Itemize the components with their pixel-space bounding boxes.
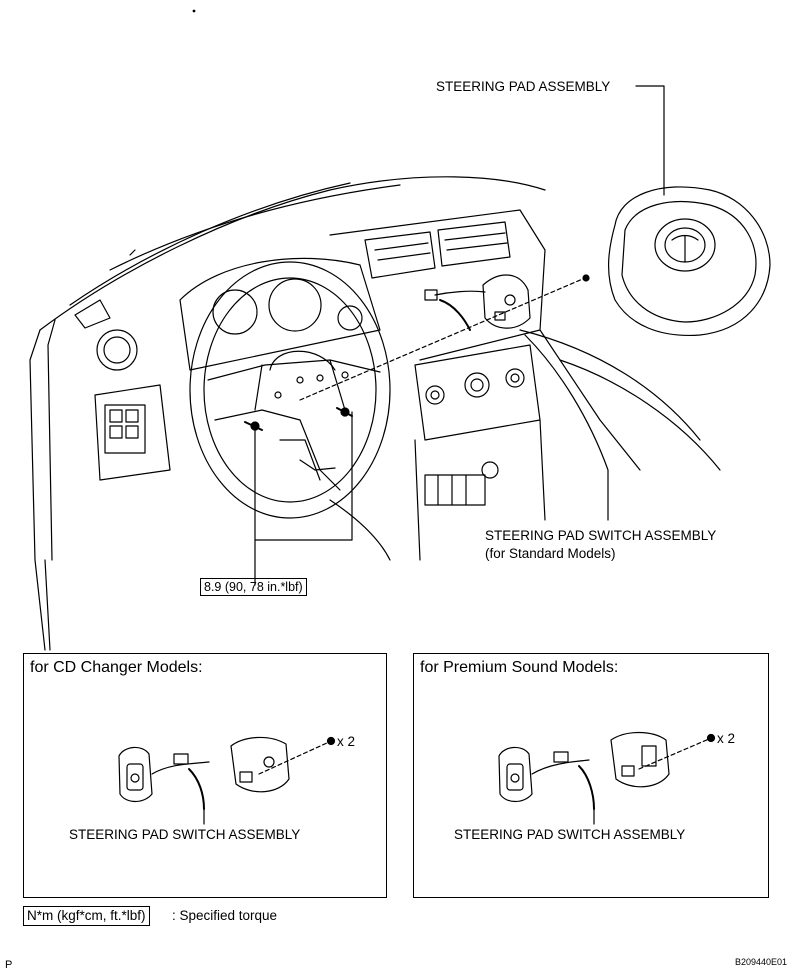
standard-models-label: (for Standard Models) xyxy=(485,546,616,561)
cd-changer-panel: for CD Changer Models: x 2 STEERING PAD … xyxy=(23,653,387,898)
cd-changer-title: for CD Changer Models: xyxy=(30,659,203,676)
cd-changer-switch-drawing xyxy=(118,736,336,825)
torque-unit-legend-box: N*m (kgf*cm, ft.*lbf) xyxy=(23,906,150,926)
figure-code: B209440E01 xyxy=(735,957,788,967)
torque-value-box: 8.9 (90, 78 in.*lbf) xyxy=(200,578,307,596)
premium-sound-qty: x 2 xyxy=(717,731,736,746)
steering-pad-switch-assembly-label: STEERING PAD SWITCH ASSEMBLY xyxy=(485,528,717,543)
premium-sound-switch-drawing xyxy=(498,731,716,825)
torque-legend-description: : Specified torque xyxy=(172,908,278,923)
cd-changer-part-label: STEERING PAD SWITCH ASSEMBLY xyxy=(69,827,301,842)
footer-left-letter: P xyxy=(5,959,13,971)
premium-sound-panel: for Premium Sound Models: x 2 STEERING P… xyxy=(413,653,769,898)
cd-changer-qty: x 2 xyxy=(337,734,356,749)
steering-pad-assembly-label: STEERING PAD ASSEMBLY xyxy=(436,79,611,94)
premium-sound-title: for Premium Sound Models: xyxy=(420,659,619,676)
premium-sound-part-label: STEERING PAD SWITCH ASSEMBLY xyxy=(454,827,686,842)
